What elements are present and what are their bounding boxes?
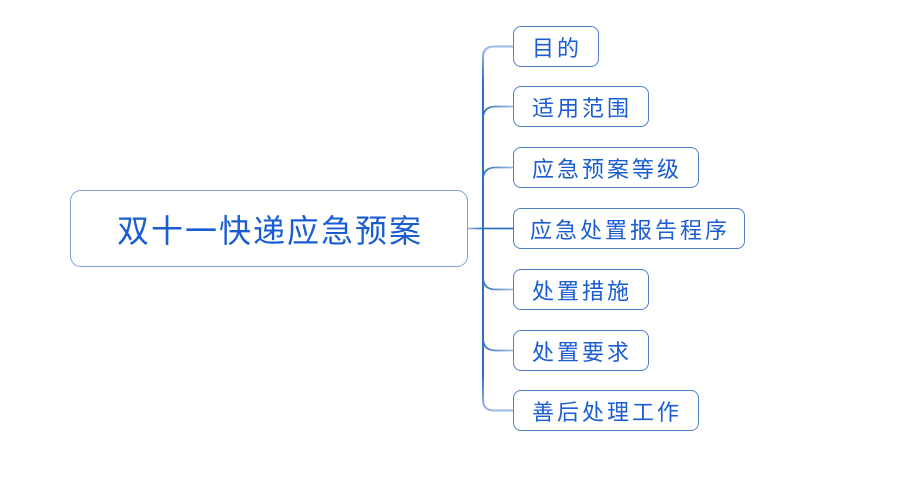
child-node-label: 适用范围 (531, 96, 632, 122)
connector-elbow (482, 105, 513, 120)
node-scope[interactable]: 适用范围 (513, 86, 649, 127)
root-node[interactable]: 双十一快递应急预案 (70, 190, 468, 267)
root-node-label: 双十一快递应急预案 (116, 211, 423, 250)
child-node-label: 处置要求 (531, 340, 632, 366)
node-aftermath[interactable]: 善后处理工作 (513, 390, 699, 431)
child-node-label: 应急预案等级 (531, 157, 682, 183)
child-node-label: 处置措施 (531, 279, 632, 305)
connector-elbow (482, 166, 513, 181)
node-plan-level[interactable]: 应急预案等级 (513, 147, 699, 188)
node-purpose[interactable]: 目的 (513, 26, 599, 67)
child-node-label: 善后处理工作 (531, 400, 682, 426)
node-report-procedure[interactable]: 应急处置报告程序 (513, 208, 745, 249)
connector-trunk (482, 45, 514, 412)
node-requirements[interactable]: 处置要求 (513, 330, 649, 371)
connector-elbow (482, 276, 513, 291)
child-node-label: 应急处置报告程序 (529, 218, 730, 244)
connector-elbow (482, 337, 513, 352)
node-measures[interactable]: 处置措施 (513, 269, 649, 310)
child-node-label: 目的 (531, 36, 582, 62)
